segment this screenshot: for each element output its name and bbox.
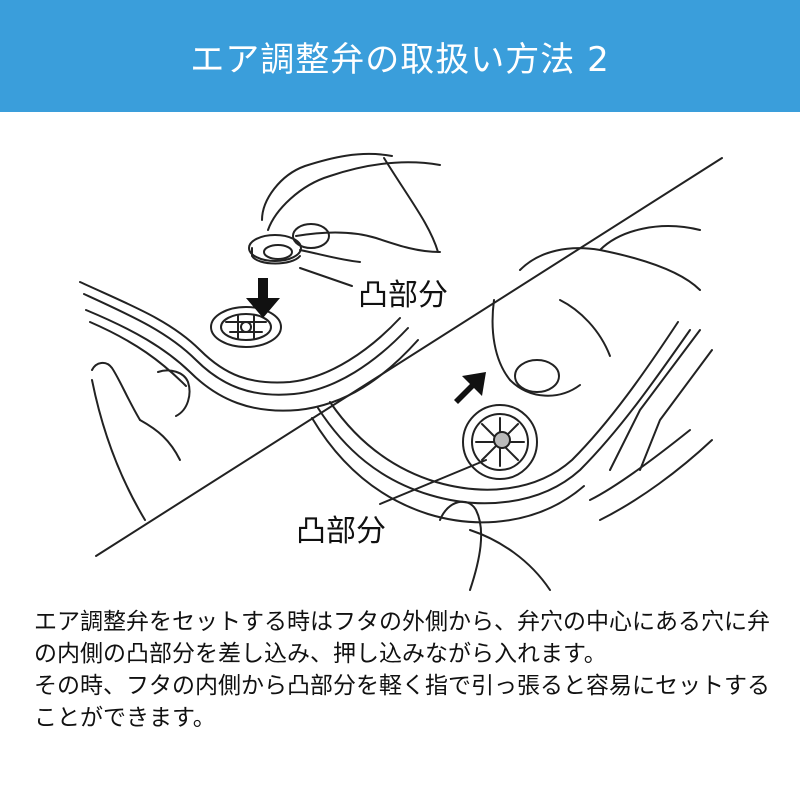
header-banner: エア調整弁の取扱い方法 2 [0, 0, 800, 112]
instruction-paragraph-1: エア調整弁をセットする時はフタの外側から、弁穴の中心にある穴に弁の内側の凸部分を… [34, 609, 770, 667]
arrow-down-icon [246, 278, 280, 318]
convex-part-label-top: 凸部分 [358, 278, 448, 313]
instruction-text: エア調整弁をセットする時はフタの外側から、弁穴の中心にある穴に弁の内側の凸部分を… [34, 606, 774, 734]
convex-part-label-bottom: 凸部分 [296, 514, 386, 549]
page-title: エア調整弁の取扱い方法 2 [190, 39, 610, 80]
arrow-up-icon [454, 372, 486, 404]
instruction-illustration [79, 152, 723, 591]
diagonal-divider [95, 157, 723, 557]
instruction-paragraph-2: その時、フタの内側から凸部分を軽く指で引っ張ると容易にセットすることができます。 [34, 673, 770, 731]
